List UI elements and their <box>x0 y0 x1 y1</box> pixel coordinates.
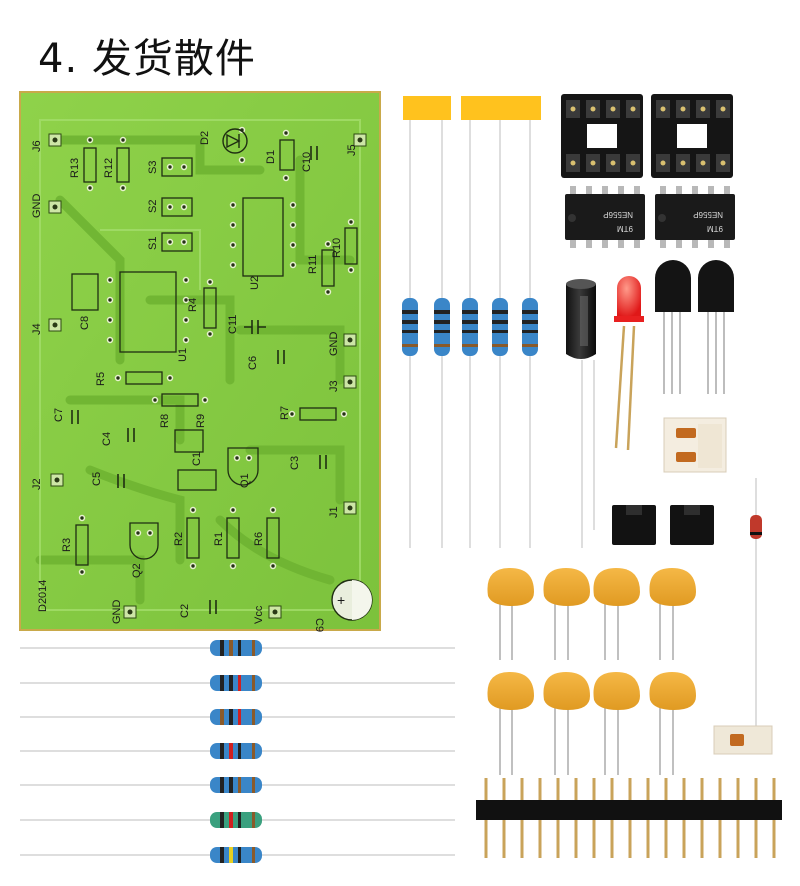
label-r4: R4 <box>187 298 199 312</box>
label-j5: J5 <box>346 144 358 156</box>
ceramic-capacitors <box>487 568 696 775</box>
label-j4: J4 <box>31 323 43 335</box>
label-c6: C6 <box>247 356 259 370</box>
label-gnd-right: GND <box>328 332 340 357</box>
label-c8: C8 <box>79 316 91 330</box>
label-j6: J6 <box>31 140 43 152</box>
label-vcc: Vcc <box>253 605 265 624</box>
label-c7: C7 <box>53 408 65 422</box>
label-j1: J1 <box>328 506 340 518</box>
label-j2: J2 <box>31 478 43 490</box>
label-q2: Q2 <box>131 563 143 578</box>
chip1-code: 9TM <box>617 224 633 233</box>
label-r5: R5 <box>95 372 107 386</box>
label-c11: C11 <box>227 315 239 334</box>
label-j3: J3 <box>328 380 340 392</box>
plus-icon: + <box>337 592 345 608</box>
label-u2: U2 <box>249 276 261 290</box>
label-c2: C2 <box>179 604 191 618</box>
label-q1: Q1 <box>239 473 251 488</box>
label-r9: R9 <box>195 414 207 428</box>
jumper-caps <box>612 505 714 545</box>
label-c10: C10 <box>301 152 313 172</box>
chip2-label: NE556P <box>693 210 723 219</box>
label-u1: U1 <box>177 348 189 362</box>
label-r11: R11 <box>307 255 319 274</box>
terminal-connector <box>663 417 727 473</box>
label-r10: R10 <box>331 238 343 258</box>
label-s2: S2 <box>147 200 159 213</box>
label-c3: C3 <box>289 456 301 470</box>
c9-footprint: + <box>331 579 373 621</box>
label-r13: R13 <box>69 158 81 178</box>
label-gnd-top: GND <box>31 194 43 219</box>
label-gnd-bottom: GND <box>111 600 123 625</box>
label-c4: C4 <box>101 432 113 446</box>
ic-sockets <box>561 94 733 178</box>
chip2-code: 9TM <box>707 224 723 233</box>
red-led <box>614 276 644 451</box>
diode <box>750 478 762 736</box>
chip1-label: NE556P <box>603 210 633 219</box>
label-d2: D2 <box>199 131 211 145</box>
pin-header <box>476 778 782 858</box>
label-r3: R3 <box>61 538 73 552</box>
label-c5: C5 <box>91 472 103 486</box>
label-s3: S3 <box>147 161 159 174</box>
switch-part <box>713 725 773 755</box>
label-s1: S1 <box>147 237 159 250</box>
electrolytic-capacitor <box>566 279 596 548</box>
label-r2: R2 <box>173 532 185 546</box>
label-d1: D1 <box>265 150 277 164</box>
label-c1: C1 <box>191 452 203 466</box>
ne556-chips: NE556P 9TM NE556P 9TM <box>565 186 735 248</box>
label-r1: R1 <box>213 532 225 546</box>
label-r7: R7 <box>279 406 291 420</box>
label-model: D2014 <box>37 580 49 612</box>
label-r8: R8 <box>159 414 171 428</box>
label-r12: R12 <box>103 158 115 178</box>
label-r6: R6 <box>253 532 265 546</box>
pcb-board: + J6 J5 GND J4 GND J3 J2 J1 R13 R12 S3 S… <box>19 91 381 632</box>
transistors <box>655 260 734 394</box>
label-c9: C9 <box>313 618 325 632</box>
page-title: 4. 发货散件 <box>38 36 256 82</box>
vertical-resistors <box>402 96 541 548</box>
horizontal-resistors <box>20 640 455 863</box>
